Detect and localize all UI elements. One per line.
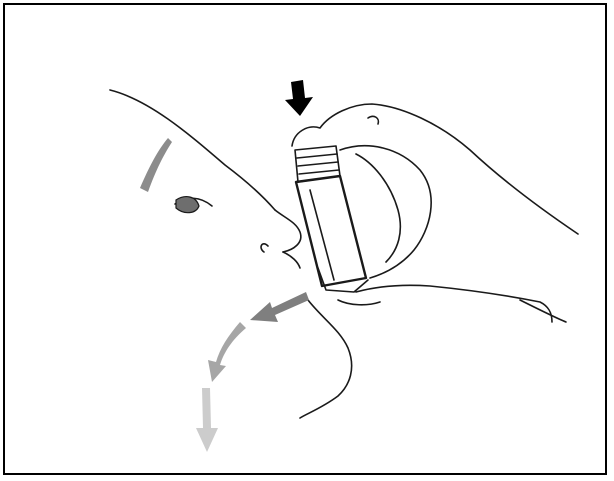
nostril-line [261, 244, 268, 252]
spray-flow-arrow-icon [250, 292, 309, 322]
upper-lip-line [283, 252, 300, 268]
inhaler-cap-ridge-1 [297, 154, 337, 158]
palm-outline [340, 146, 431, 278]
thumb-top [292, 104, 578, 234]
finger-curl [356, 154, 400, 262]
chin-line [300, 300, 352, 418]
inhaler-highlight [310, 190, 334, 280]
face-profile [110, 90, 352, 418]
inhaler [295, 146, 368, 292]
spray-flow-arrow-icon [208, 322, 246, 382]
press-down-arrow-icon [285, 80, 313, 116]
spray-flow-arrow-icon [196, 388, 218, 452]
eye [175, 197, 212, 213]
hand [292, 104, 578, 322]
finger-tip [338, 300, 380, 305]
nose-line [275, 210, 301, 252]
eyebrow [140, 138, 172, 192]
inhaler-cap-ridge-3 [299, 170, 339, 174]
inhaler-cap-ridge-2 [298, 162, 338, 166]
forehead-line [110, 90, 275, 210]
lower-fingers [356, 285, 552, 322]
knuckle-detail [368, 116, 378, 124]
